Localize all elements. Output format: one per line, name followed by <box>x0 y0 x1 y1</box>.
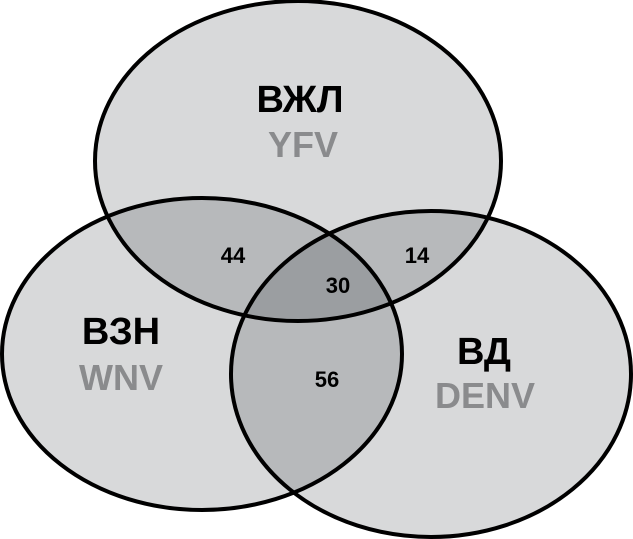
yfv-set-outline <box>93 0 503 323</box>
wnv-code-label: WNV <box>79 357 163 398</box>
denv-set-fill <box>231 211 631 537</box>
yfv-set-fill <box>95 1 501 321</box>
yfv-code-label: YFV <box>268 124 338 165</box>
yfv-denv-count: 14 <box>405 243 430 268</box>
denv-code-label: DENV <box>435 375 535 416</box>
wnv-name-label: ВЗН <box>82 311 160 353</box>
denv-set-outline <box>229 209 633 539</box>
denv-name-label: ВД <box>457 331 511 373</box>
wnv-set-fill <box>2 198 402 510</box>
yfv-wnv-count: 44 <box>221 243 246 268</box>
wnv-set-outline <box>0 196 404 512</box>
wnv-denv-count: 56 <box>315 367 339 392</box>
all-three-count: 30 <box>326 273 350 298</box>
yfv-name-label: ВЖЛ <box>256 79 343 121</box>
